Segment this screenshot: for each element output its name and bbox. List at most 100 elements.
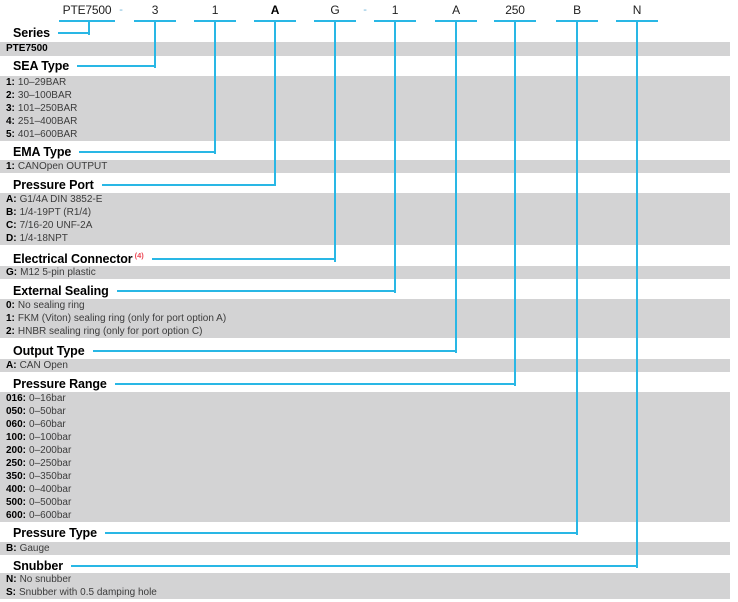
- option-label: Snubber with 0.5 damping hole: [19, 587, 157, 598]
- options-band-snubber: N:No snubber S:Snubber with 0.5 damping …: [0, 573, 730, 599]
- option-code: 100:: [6, 432, 27, 443]
- option-label: 1/4-19PT (R1/4): [19, 207, 92, 218]
- option-code: 5:: [6, 129, 15, 140]
- option-label: 0–600bar: [29, 510, 72, 521]
- code-underline: [556, 20, 598, 22]
- option-row: 4:251–400BAR: [0, 115, 730, 128]
- connector-vertical-ema-type: [214, 22, 216, 154]
- option-label: 0–100bar: [29, 432, 72, 443]
- section-header-pressure-type: Pressure Type: [13, 526, 738, 540]
- option-code: 600:: [6, 510, 27, 521]
- section-title: SEA Type: [13, 59, 70, 73]
- option-code: A:: [6, 194, 17, 205]
- section-title: Pressure Port: [13, 178, 94, 192]
- option-label: 0–60bar: [29, 419, 66, 430]
- option-label: HNBR sealing ring (only for port option …: [17, 326, 203, 337]
- option-label: 0–400bar: [29, 484, 72, 495]
- connector-horizontal: [116, 290, 396, 292]
- connector-vertical-output-type: [455, 22, 457, 353]
- option-code: B:: [6, 543, 17, 554]
- option-label: 0–350bar: [29, 471, 72, 482]
- code-underline: [435, 20, 477, 22]
- code-underline: [616, 20, 658, 22]
- options-band-pressure-range: 016:0–16bar 050:0–50bar 060:0–60bar 100:…: [0, 392, 730, 522]
- option-code: 2:: [6, 326, 15, 337]
- section-title: Output Type: [13, 344, 85, 358]
- option-row: 1:10–29BAR: [0, 76, 730, 89]
- option-code: 0:: [6, 300, 15, 311]
- section-title: EMA Type: [13, 145, 72, 159]
- option-row: 200:0–200bar: [0, 444, 730, 457]
- option-label: 0–250bar: [29, 458, 72, 469]
- code-segment-series: PTE7500: [62, 3, 112, 17]
- connector-horizontal: [101, 184, 276, 186]
- option-label: 0–500bar: [29, 497, 72, 508]
- options-band-electrical-connector: G:M12 5-pin plastic: [0, 266, 730, 279]
- option-label: FKM (Viton) sealing ring (only for port …: [17, 313, 227, 324]
- option-label: 0–16bar: [29, 393, 66, 404]
- connector-vertical-sea-type: [154, 22, 156, 68]
- option-row: 100:0–100bar: [0, 431, 730, 444]
- section-header-sea-type: SEA Type: [13, 59, 738, 73]
- code-underline: [59, 20, 115, 22]
- option-label: 0–200bar: [29, 445, 72, 456]
- option-row: 250:0–250bar: [0, 457, 730, 470]
- code-segment-sealing: 1: [391, 3, 399, 17]
- code-separator-dash: -: [363, 4, 367, 16]
- options-band-output-type: A:CAN Open: [0, 359, 730, 372]
- connector-vertical-series: [88, 22, 90, 35]
- option-row: 016:0–16bar: [0, 392, 730, 405]
- option-label: 30–100BAR: [17, 90, 72, 101]
- section-title: Pressure Type: [13, 526, 97, 540]
- option-code: C:: [6, 220, 17, 231]
- code-separator-dash: -: [119, 4, 123, 16]
- section-title: Pressure Range: [13, 377, 107, 391]
- option-label: CANOpen OUTPUT: [17, 161, 108, 172]
- section-header-pressure-range: Pressure Range: [13, 377, 738, 391]
- section-header-series: Series: [13, 26, 738, 40]
- option-code: 050:: [6, 406, 27, 417]
- section-title: Series: [13, 26, 50, 40]
- option-code: A:: [6, 360, 17, 371]
- connector-vertical-sealing: [394, 22, 396, 293]
- option-code: PTE7500: [6, 43, 48, 54]
- option-code: 200:: [6, 445, 27, 456]
- option-code: 400:: [6, 484, 27, 495]
- option-code: D:: [6, 233, 17, 244]
- option-row: G:M12 5-pin plastic: [0, 266, 730, 279]
- option-code: 016:: [6, 393, 27, 404]
- option-row: A:G1/4A DIN 3852-E: [0, 193, 730, 206]
- code-segment-connector: G: [330, 3, 340, 17]
- option-row: PTE7500: [0, 42, 730, 56]
- section-header-external-sealing: External Sealing: [13, 284, 738, 298]
- option-label: 101–250BAR: [17, 103, 78, 114]
- option-row: 500:0–500bar: [0, 496, 730, 509]
- connector-horizontal: [79, 151, 216, 153]
- code-segment-snubber: N: [632, 3, 642, 17]
- option-row: C:7/16-20 UNF-2A: [0, 219, 730, 232]
- option-row: B:Gauge: [0, 542, 730, 555]
- connector-vertical-pressure-range: [514, 22, 516, 386]
- option-code: 1:: [6, 313, 15, 324]
- option-code: 500:: [6, 497, 27, 508]
- section-title: External Sealing: [13, 284, 109, 298]
- connector-vertical-snubber: [636, 22, 638, 568]
- code-segment-pressure-type: B: [573, 3, 581, 17]
- option-row: S:Snubber with 0.5 damping hole: [0, 586, 730, 599]
- option-row: 2:HNBR sealing ring (only for port optio…: [0, 325, 730, 338]
- option-row: 400:0–400bar: [0, 483, 730, 496]
- option-code: B:: [6, 207, 17, 218]
- connector-horizontal: [92, 350, 457, 352]
- option-code: 250:: [6, 458, 27, 469]
- connector-horizontal: [114, 383, 516, 385]
- connector-horizontal: [104, 532, 578, 534]
- footnote-superscript: (4): [134, 251, 144, 260]
- option-row: 060:0–60bar: [0, 418, 730, 431]
- connector-horizontal: [77, 65, 156, 67]
- section-title: Electrical Connector: [13, 252, 133, 266]
- option-code: G:: [6, 267, 18, 278]
- connector-vertical-connector: [334, 22, 336, 262]
- section-header-pressure-port: Pressure Port: [13, 178, 738, 192]
- option-label: 7/16-20 UNF-2A: [19, 220, 93, 231]
